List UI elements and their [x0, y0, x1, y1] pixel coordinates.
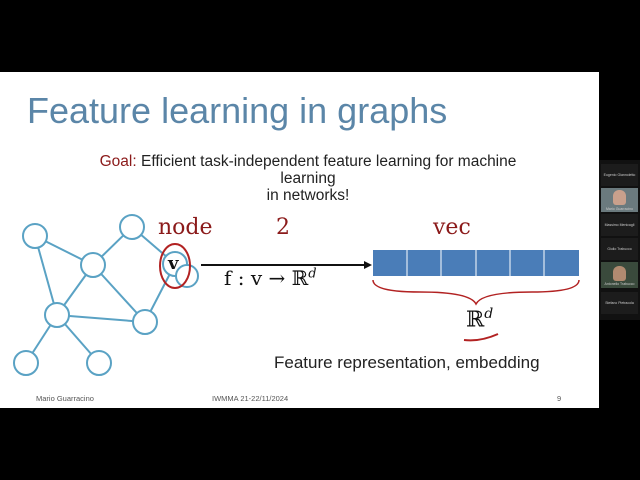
participant-tile[interactable]: Eugenio Giannoletto — [601, 164, 638, 186]
embedding-space: ℝd — [466, 306, 493, 332]
participant-tile[interactable]: Antonello Trabucco — [601, 262, 638, 288]
participant-name: Antonello Trabucco — [601, 282, 638, 286]
footer-author: Mario Guarracino — [36, 394, 94, 403]
embedding-vector — [373, 250, 579, 276]
participants-panel: Eugenio Giannoletto Mario Guarracino Mas… — [599, 160, 640, 320]
graph-edges — [26, 227, 175, 363]
graph-node — [87, 351, 111, 375]
mapping-formula: f : v → ℝd — [224, 266, 317, 290]
node-v-symbol: v — [168, 253, 178, 274]
vector-brace — [373, 280, 579, 304]
presentation-slide: Feature learning in graphs Goal: Efficie… — [0, 72, 599, 408]
rd-underline — [464, 334, 498, 340]
participant-name: Mario Guarracino — [601, 207, 638, 211]
participant-name: Massimo Menicagli — [601, 223, 638, 227]
graph-node — [81, 253, 105, 277]
footer-page-number: 9 — [557, 394, 561, 403]
graph-node — [120, 215, 144, 239]
participant-video — [613, 266, 626, 281]
caption-text: Feature representation, embedding — [274, 353, 540, 373]
graph-node — [23, 224, 47, 248]
rd-base: ℝ — [466, 307, 484, 332]
participant-name: Eugenio Giannoletto — [601, 173, 638, 177]
participant-tile[interactable]: Mario Guarracino — [601, 188, 638, 212]
participant-name: Stefano Pietracola — [601, 301, 638, 305]
participant-tile[interactable]: Giulio Trabucco — [601, 238, 638, 260]
participant-tile[interactable]: Stefano Pietracola — [601, 292, 638, 314]
footer-event: IWMMA 21-22/11/2024 — [212, 394, 288, 403]
rd-exponent: d — [484, 306, 493, 322]
participant-video — [613, 190, 626, 205]
participant-name: Giulio Trabucco — [601, 247, 638, 251]
graph-node — [176, 265, 198, 287]
formula-exponent: d — [308, 266, 316, 281]
arrow-head — [364, 261, 372, 269]
node-label: node — [158, 215, 213, 240]
graph-node — [45, 303, 69, 327]
participant-tile[interactable]: Massimo Menicagli — [601, 214, 638, 236]
vec-label: vec — [433, 215, 471, 240]
graph-node — [14, 351, 38, 375]
graph-node — [133, 310, 157, 334]
arrow-number: 2 — [276, 215, 290, 240]
formula-text: f : v → ℝ — [224, 266, 308, 290]
